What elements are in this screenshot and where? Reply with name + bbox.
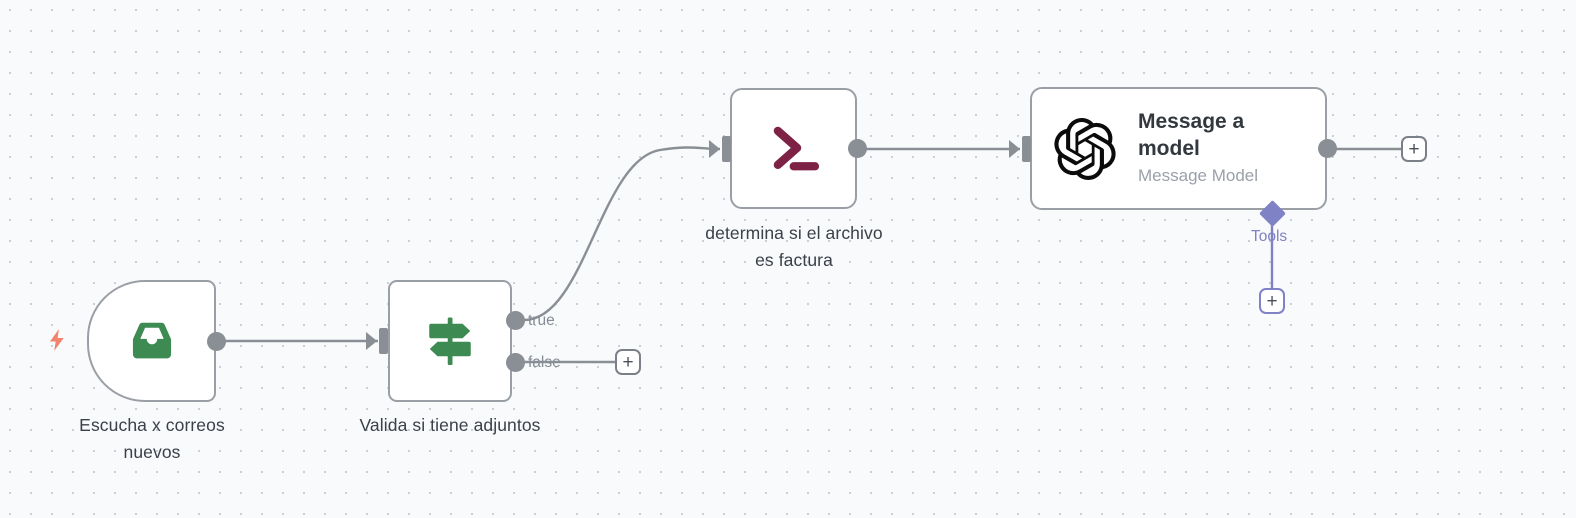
openai-output-port[interactable]	[1318, 139, 1337, 158]
code-output-port[interactable]	[848, 139, 867, 158]
openai-node-title: Message a model	[1138, 109, 1245, 161]
node-code-determine-invoice[interactable]	[730, 88, 857, 209]
openai-tools-label: Tools	[1251, 228, 1288, 245]
edge-label-false: false	[528, 354, 561, 371]
openai-node-subtitle: Message Model	[1138, 166, 1259, 186]
code-input-port[interactable]	[722, 136, 731, 162]
add-node-button-false-branch[interactable]: +	[615, 349, 641, 375]
if-input-port[interactable]	[379, 328, 388, 354]
trigger-output-port[interactable]	[207, 332, 226, 351]
if-output-port-false[interactable]	[506, 353, 525, 372]
inbox-icon	[132, 322, 171, 359]
signpost-icon	[429, 317, 471, 365]
openai-logo-icon	[1054, 117, 1116, 180]
node-openai-message-model[interactable]: Message a model Message Model	[1030, 87, 1327, 210]
openai-node-text: Message a model Message Model	[1138, 108, 1288, 189]
node-if-has-attachments[interactable]	[388, 280, 512, 402]
lightning-bolt-icon	[49, 329, 64, 351]
edge-label-true: true	[528, 312, 555, 329]
add-tool-button[interactable]: +	[1259, 288, 1285, 314]
code-input-arrow-icon	[709, 140, 720, 158]
node-trigger-label: Escucha x correos nuevos	[79, 415, 225, 463]
node-code-label: determina si el archivo es factura	[705, 223, 883, 271]
add-node-button-openai-output[interactable]: +	[1401, 136, 1427, 162]
if-input-arrow-icon	[366, 332, 377, 350]
if-output-port-true[interactable]	[506, 311, 525, 330]
node-if-label: Valida si tiene adjuntos	[359, 415, 541, 435]
node-trigger-email[interactable]	[87, 280, 216, 402]
openai-input-arrow-icon	[1009, 140, 1020, 158]
code-terminal-icon	[773, 126, 819, 170]
openai-input-port[interactable]	[1022, 136, 1031, 162]
